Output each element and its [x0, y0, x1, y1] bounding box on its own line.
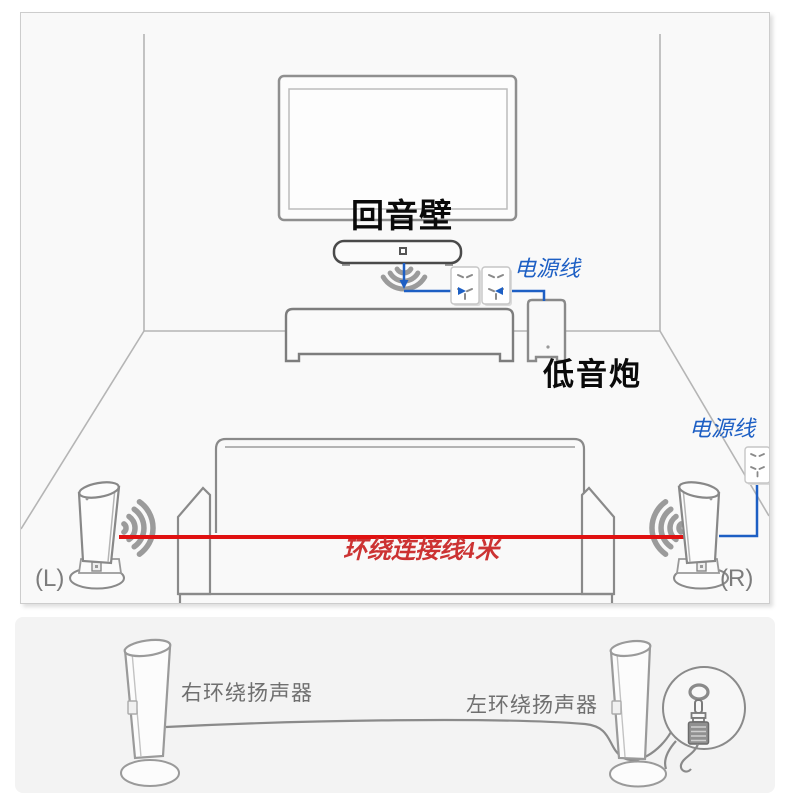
- left-speaker-wave-icon: [121, 499, 156, 557]
- right-speaker-tag: (R): [720, 565, 754, 592]
- left-surround-speaker-label: 左环绕扬声器: [466, 694, 598, 717]
- room-illustration: [21, 34, 769, 603]
- soundbar-label: 回音壁: [351, 199, 453, 235]
- subwoofer: [526, 298, 567, 363]
- speaker-logo: [611, 700, 622, 715]
- right-surround-speaker-figure: [120, 638, 180, 787]
- power-cable-subwoofer: [499, 289, 546, 301]
- left-surround-speaker: [69, 481, 125, 590]
- interconnect-cable: [165, 718, 672, 762]
- sofa: [176, 437, 616, 603]
- subwoofer-label: 低音炮: [543, 357, 642, 392]
- speaker-logo: [127, 700, 138, 715]
- tv-stand: [284, 307, 515, 363]
- left-surround-speaker-figure: [609, 639, 667, 788]
- right-speaker-wave-icon: [649, 499, 684, 557]
- right-surround-speaker-label: 右环绕扬声器: [181, 682, 313, 705]
- sofa-back: [214, 437, 586, 533]
- right-power-outlet: [719, 446, 769, 538]
- plug-detail-magnifier: [662, 666, 746, 773]
- power-cable-label-speaker: 电源线: [689, 416, 756, 441]
- room-diagram-panel: [20, 12, 770, 604]
- subwoofer-led: [546, 345, 550, 349]
- double-power-outlet: [450, 266, 512, 306]
- power-cable-soundbar: [402, 263, 457, 293]
- surround-cable-label: 环绕连接线4米: [343, 538, 499, 564]
- soundbar: [332, 239, 463, 266]
- power-cable-right-speaker: [719, 475, 759, 538]
- left-speaker-tag: (L): [35, 565, 65, 592]
- left-floor-diagonal: [21, 330, 145, 530]
- tv-screen: [288, 88, 508, 210]
- sofa-right-armrest: [580, 486, 616, 596]
- speaker-detail-illustration: [120, 638, 746, 788]
- speaker-detail-panel: [15, 617, 775, 793]
- speaker-body: [77, 485, 121, 565]
- tv: [277, 74, 518, 222]
- power-cable-label-soundbar: 电源线: [514, 256, 581, 281]
- plug-cable: [679, 743, 700, 773]
- right-floor-diagonal: [659, 330, 769, 517]
- sofa-left-armrest: [176, 486, 212, 596]
- aux-plug-icon: [679, 699, 710, 773]
- cable-arrowheads: [399, 280, 503, 295]
